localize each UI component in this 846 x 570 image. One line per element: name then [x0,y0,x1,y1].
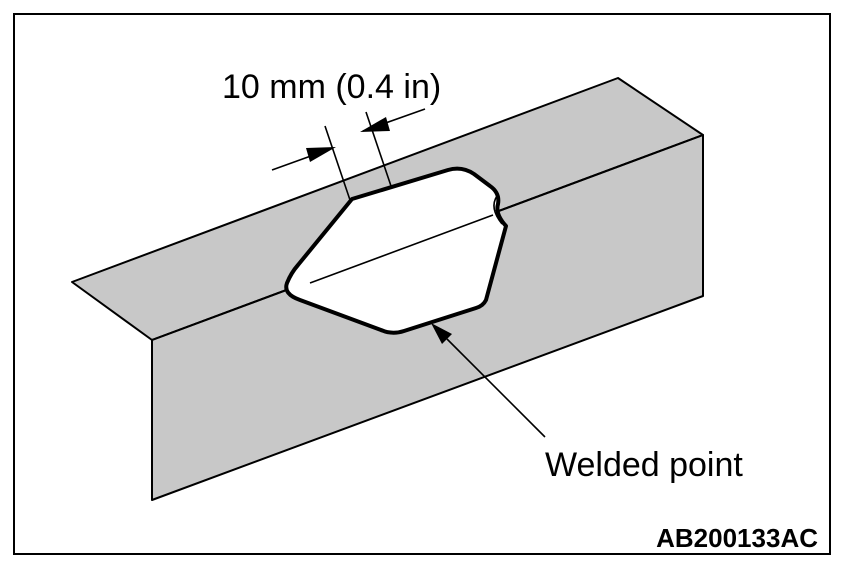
dimension-extension-left [324,125,351,201]
dimension-arrow-left-head [306,147,336,162]
figure-id: AB200133AC [656,523,818,553]
dimension-label: 10 mm (0.4 in) [222,68,441,106]
callout-arrow-head [431,323,452,344]
dimension-arrow-right-head [360,117,390,132]
figure-border [13,13,831,555]
callout-leader-line [446,338,546,438]
dimension-extension-right [365,111,392,187]
weld-notch-detail [493,195,503,225]
callout-label: Welded point [545,446,743,484]
weld-seam-line [309,214,494,284]
